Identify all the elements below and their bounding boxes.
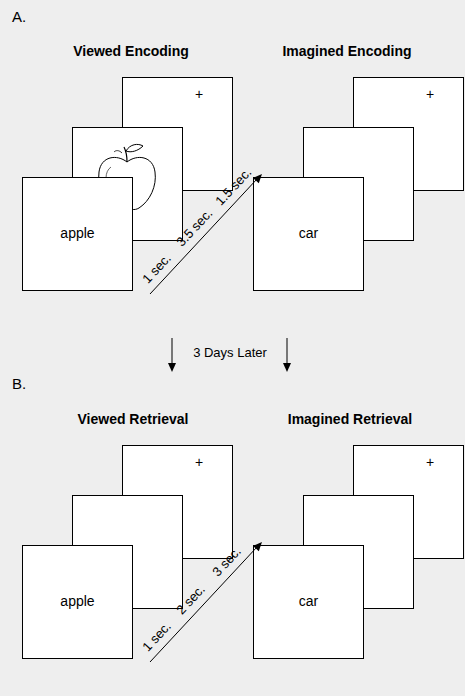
down-arrow-line (172, 338, 173, 364)
column-heading: Imagined Retrieval (240, 411, 460, 427)
cue-word: car (254, 593, 363, 609)
cue-word: apple (23, 225, 132, 241)
fixation-cross: + (195, 454, 203, 470)
column-heading: Imagined Encoding (237, 43, 457, 59)
arrow-head (283, 363, 291, 372)
column-heading: Viewed Encoding (21, 43, 241, 59)
fixation-cross: + (426, 86, 434, 102)
panel-letter: B. (12, 376, 26, 392)
word-screen: apple (22, 177, 133, 291)
duration-label: 1 sec. (139, 251, 174, 287)
down-arrow-line (287, 338, 288, 364)
fixation-cross: + (195, 86, 203, 102)
duration-label: 1 sec. (139, 619, 174, 655)
word-screen: car (253, 177, 364, 291)
arrow-head (168, 363, 176, 372)
timeline-line (150, 547, 257, 662)
cue-word: car (254, 225, 363, 241)
fixation-cross: + (426, 454, 434, 470)
interval-label: 3 Days Later (120, 345, 340, 361)
column-heading: Viewed Retrieval (23, 411, 243, 427)
timeline-line (150, 179, 257, 294)
word-screen: car (253, 545, 364, 659)
word-screen: apple (22, 545, 133, 659)
cue-word: apple (23, 593, 132, 609)
panel-letter: A. (12, 9, 26, 25)
